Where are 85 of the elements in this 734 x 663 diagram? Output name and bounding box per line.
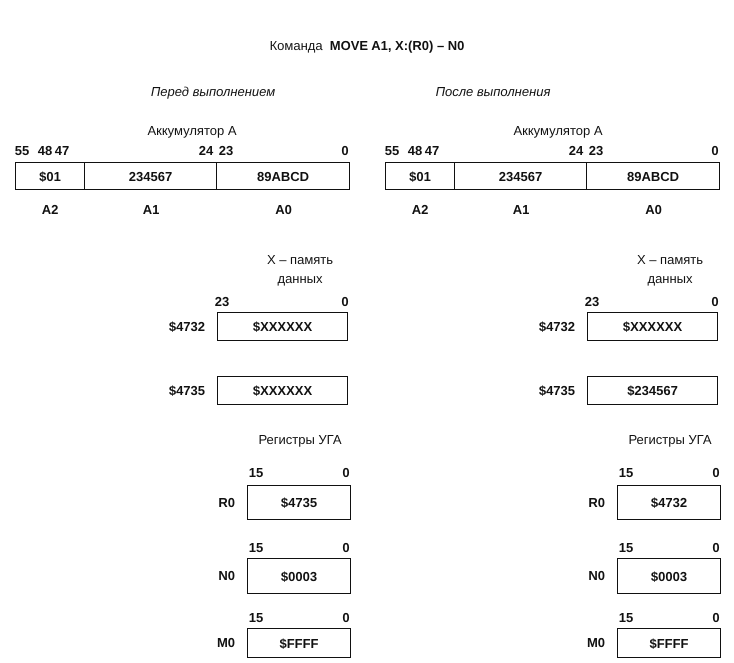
register-name: A0 — [274, 202, 293, 217]
register-name: $4732 — [538, 318, 575, 334]
register-field — [617, 558, 721, 594]
field-value: $XXXXXX — [252, 319, 312, 334]
heading: Аккумулятор А — [512, 123, 604, 138]
register-name: R0 — [218, 494, 235, 510]
bit-number: 15 — [618, 540, 634, 555]
bit-number: 47 — [54, 143, 70, 158]
bit-number: 0 — [341, 143, 349, 158]
register-field — [247, 485, 351, 520]
heading: Регистры УГА — [627, 432, 713, 447]
register-name: M0 — [216, 635, 235, 650]
register-field — [247, 558, 351, 594]
register-name: A1 — [512, 202, 530, 217]
bit-number: 23 — [584, 294, 600, 309]
title: Команда MOVE A1, X:(R0) – N0 — [268, 38, 466, 53]
register-field — [85, 162, 217, 190]
field-value: $FFFF — [650, 636, 688, 650]
bit-number: 15 — [248, 540, 264, 555]
bit-number: 23 — [214, 294, 230, 309]
heading: Аккумулятор А — [146, 123, 238, 138]
register-name: $4735 — [168, 382, 205, 398]
bit-number: 55 — [384, 143, 400, 158]
field-value: 89ABCD — [256, 168, 309, 184]
register-name: A2 — [410, 202, 430, 217]
heading: X – память данных — [266, 251, 334, 288]
bit-number: 0 — [711, 294, 719, 309]
register-name: $4735 — [538, 382, 575, 398]
field-value: $4735 — [280, 495, 318, 510]
register-name: N0 — [588, 568, 605, 583]
register-field — [617, 628, 721, 658]
bit-number: 47 — [424, 143, 440, 158]
bit-number: 55 — [14, 143, 30, 158]
field-value: $XXXXXX — [252, 383, 312, 398]
heading: X – память данных — [636, 251, 704, 288]
bit-number: 48 — [38, 143, 52, 158]
field-value: $XXXXXX — [622, 319, 682, 334]
register-field — [217, 312, 348, 341]
bit-number: 0 — [341, 294, 349, 309]
register-field — [455, 162, 587, 190]
register-field — [587, 162, 720, 190]
register-name: R0 — [588, 494, 605, 510]
field-value: 89ABCD — [626, 168, 679, 184]
register-field — [617, 485, 721, 520]
bit-number: 24 — [568, 143, 584, 158]
bit-number: 24 — [198, 143, 214, 158]
heading: Перед выполнением — [150, 84, 276, 99]
bit-number: 0 — [342, 465, 350, 480]
field-value: 234567 — [128, 168, 172, 184]
bit-number: 15 — [618, 465, 634, 480]
field-value: $01 — [39, 168, 61, 184]
bit-number: 0 — [342, 610, 350, 625]
field-value: $0003 — [280, 568, 318, 584]
bit-number: 48 — [408, 143, 422, 158]
register-field — [247, 628, 351, 658]
bit-number: 0 — [712, 465, 720, 480]
bit-number: 0 — [712, 540, 720, 555]
register-name: A0 — [644, 202, 663, 217]
register-field — [385, 162, 455, 190]
register-name: N0 — [218, 568, 235, 583]
register-name: A2 — [40, 202, 60, 217]
register-field — [587, 312, 718, 341]
register-field — [15, 162, 85, 190]
bit-number: 23 — [218, 143, 234, 158]
register-name: A1 — [142, 202, 160, 217]
bit-number: 0 — [342, 540, 350, 555]
bit-number: 15 — [248, 610, 264, 625]
register-field — [217, 162, 350, 190]
register-name: M0 — [586, 635, 605, 650]
bit-number: 0 — [712, 610, 720, 625]
bit-number: 0 — [711, 143, 719, 158]
bit-number: 23 — [588, 143, 604, 158]
field-value: $01 — [409, 168, 431, 184]
field-value: $4732 — [650, 495, 688, 510]
bit-number: 15 — [248, 465, 264, 480]
field-value: $234567 — [627, 383, 678, 398]
heading: После выполнения — [434, 84, 552, 99]
field-value: 234567 — [498, 168, 542, 184]
register-field — [587, 376, 718, 405]
bit-number: 15 — [618, 610, 634, 625]
register-name: $4732 — [168, 318, 205, 334]
register-field — [217, 376, 348, 405]
field-value: $0003 — [650, 568, 688, 584]
heading: Регистры УГА — [257, 432, 343, 447]
field-value: $FFFF — [280, 636, 318, 650]
